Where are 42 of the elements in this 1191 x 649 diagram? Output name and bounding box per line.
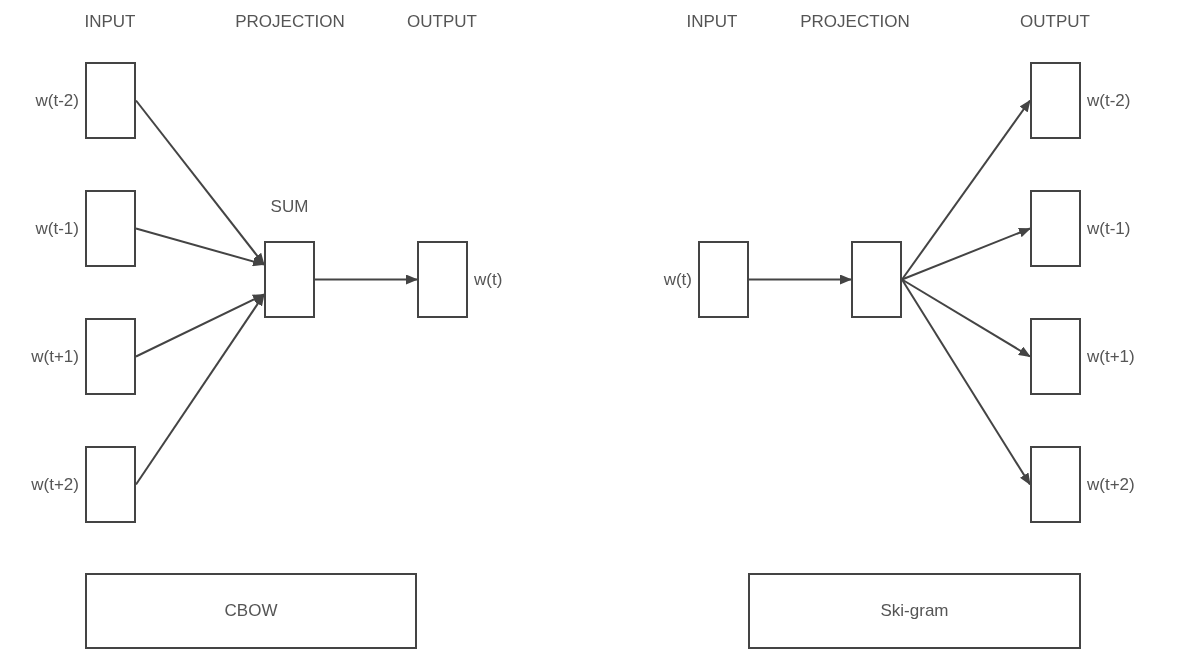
arrow (135, 99, 265, 266)
arrow (314, 274, 418, 285)
vector-box (851, 241, 902, 318)
node-label: w(t+1) (31, 346, 79, 367)
node-label: w(t) (474, 269, 503, 290)
model-name: CBOW (224, 601, 278, 621)
arrow (901, 227, 1031, 281)
node-label: w(t-1) (1087, 218, 1131, 239)
arrow (135, 293, 265, 486)
vector-box (1030, 318, 1081, 395)
vector-box (698, 241, 749, 318)
vector-box (417, 241, 468, 318)
layer-heading: OUTPUT (407, 12, 477, 32)
node-label: w(t) (663, 269, 692, 290)
vector-box (85, 318, 136, 395)
arrow (901, 99, 1031, 281)
vector-box (85, 62, 136, 139)
node-label: SUM (270, 197, 309, 217)
vector-box (85, 446, 136, 523)
layer-heading: INPUT (84, 12, 136, 32)
model-box (748, 573, 1081, 649)
layer-heading: INPUT (686, 12, 738, 32)
model-box (85, 573, 417, 649)
vector-box (1030, 190, 1081, 267)
vector-box (264, 241, 315, 318)
arrow (135, 293, 265, 358)
arrow (901, 278, 1031, 358)
node-label: w(t-2) (1087, 90, 1131, 111)
model-name: Ski-gram (880, 601, 949, 621)
node-label: w(t+1) (1087, 346, 1135, 367)
layer-heading: OUTPUT (1020, 12, 1090, 32)
vector-box (1030, 446, 1081, 523)
layer-heading: PROJECTION (800, 12, 910, 32)
node-label: w(t-1) (35, 218, 79, 239)
vector-box (1030, 62, 1081, 139)
layer-heading: PROJECTION (235, 12, 345, 32)
arrow (748, 274, 852, 285)
arrow (135, 227, 265, 267)
node-label: w(t-2) (35, 90, 79, 111)
vector-box (85, 190, 136, 267)
node-label: w(t+2) (1087, 474, 1135, 495)
node-label: w(t+2) (31, 474, 79, 495)
